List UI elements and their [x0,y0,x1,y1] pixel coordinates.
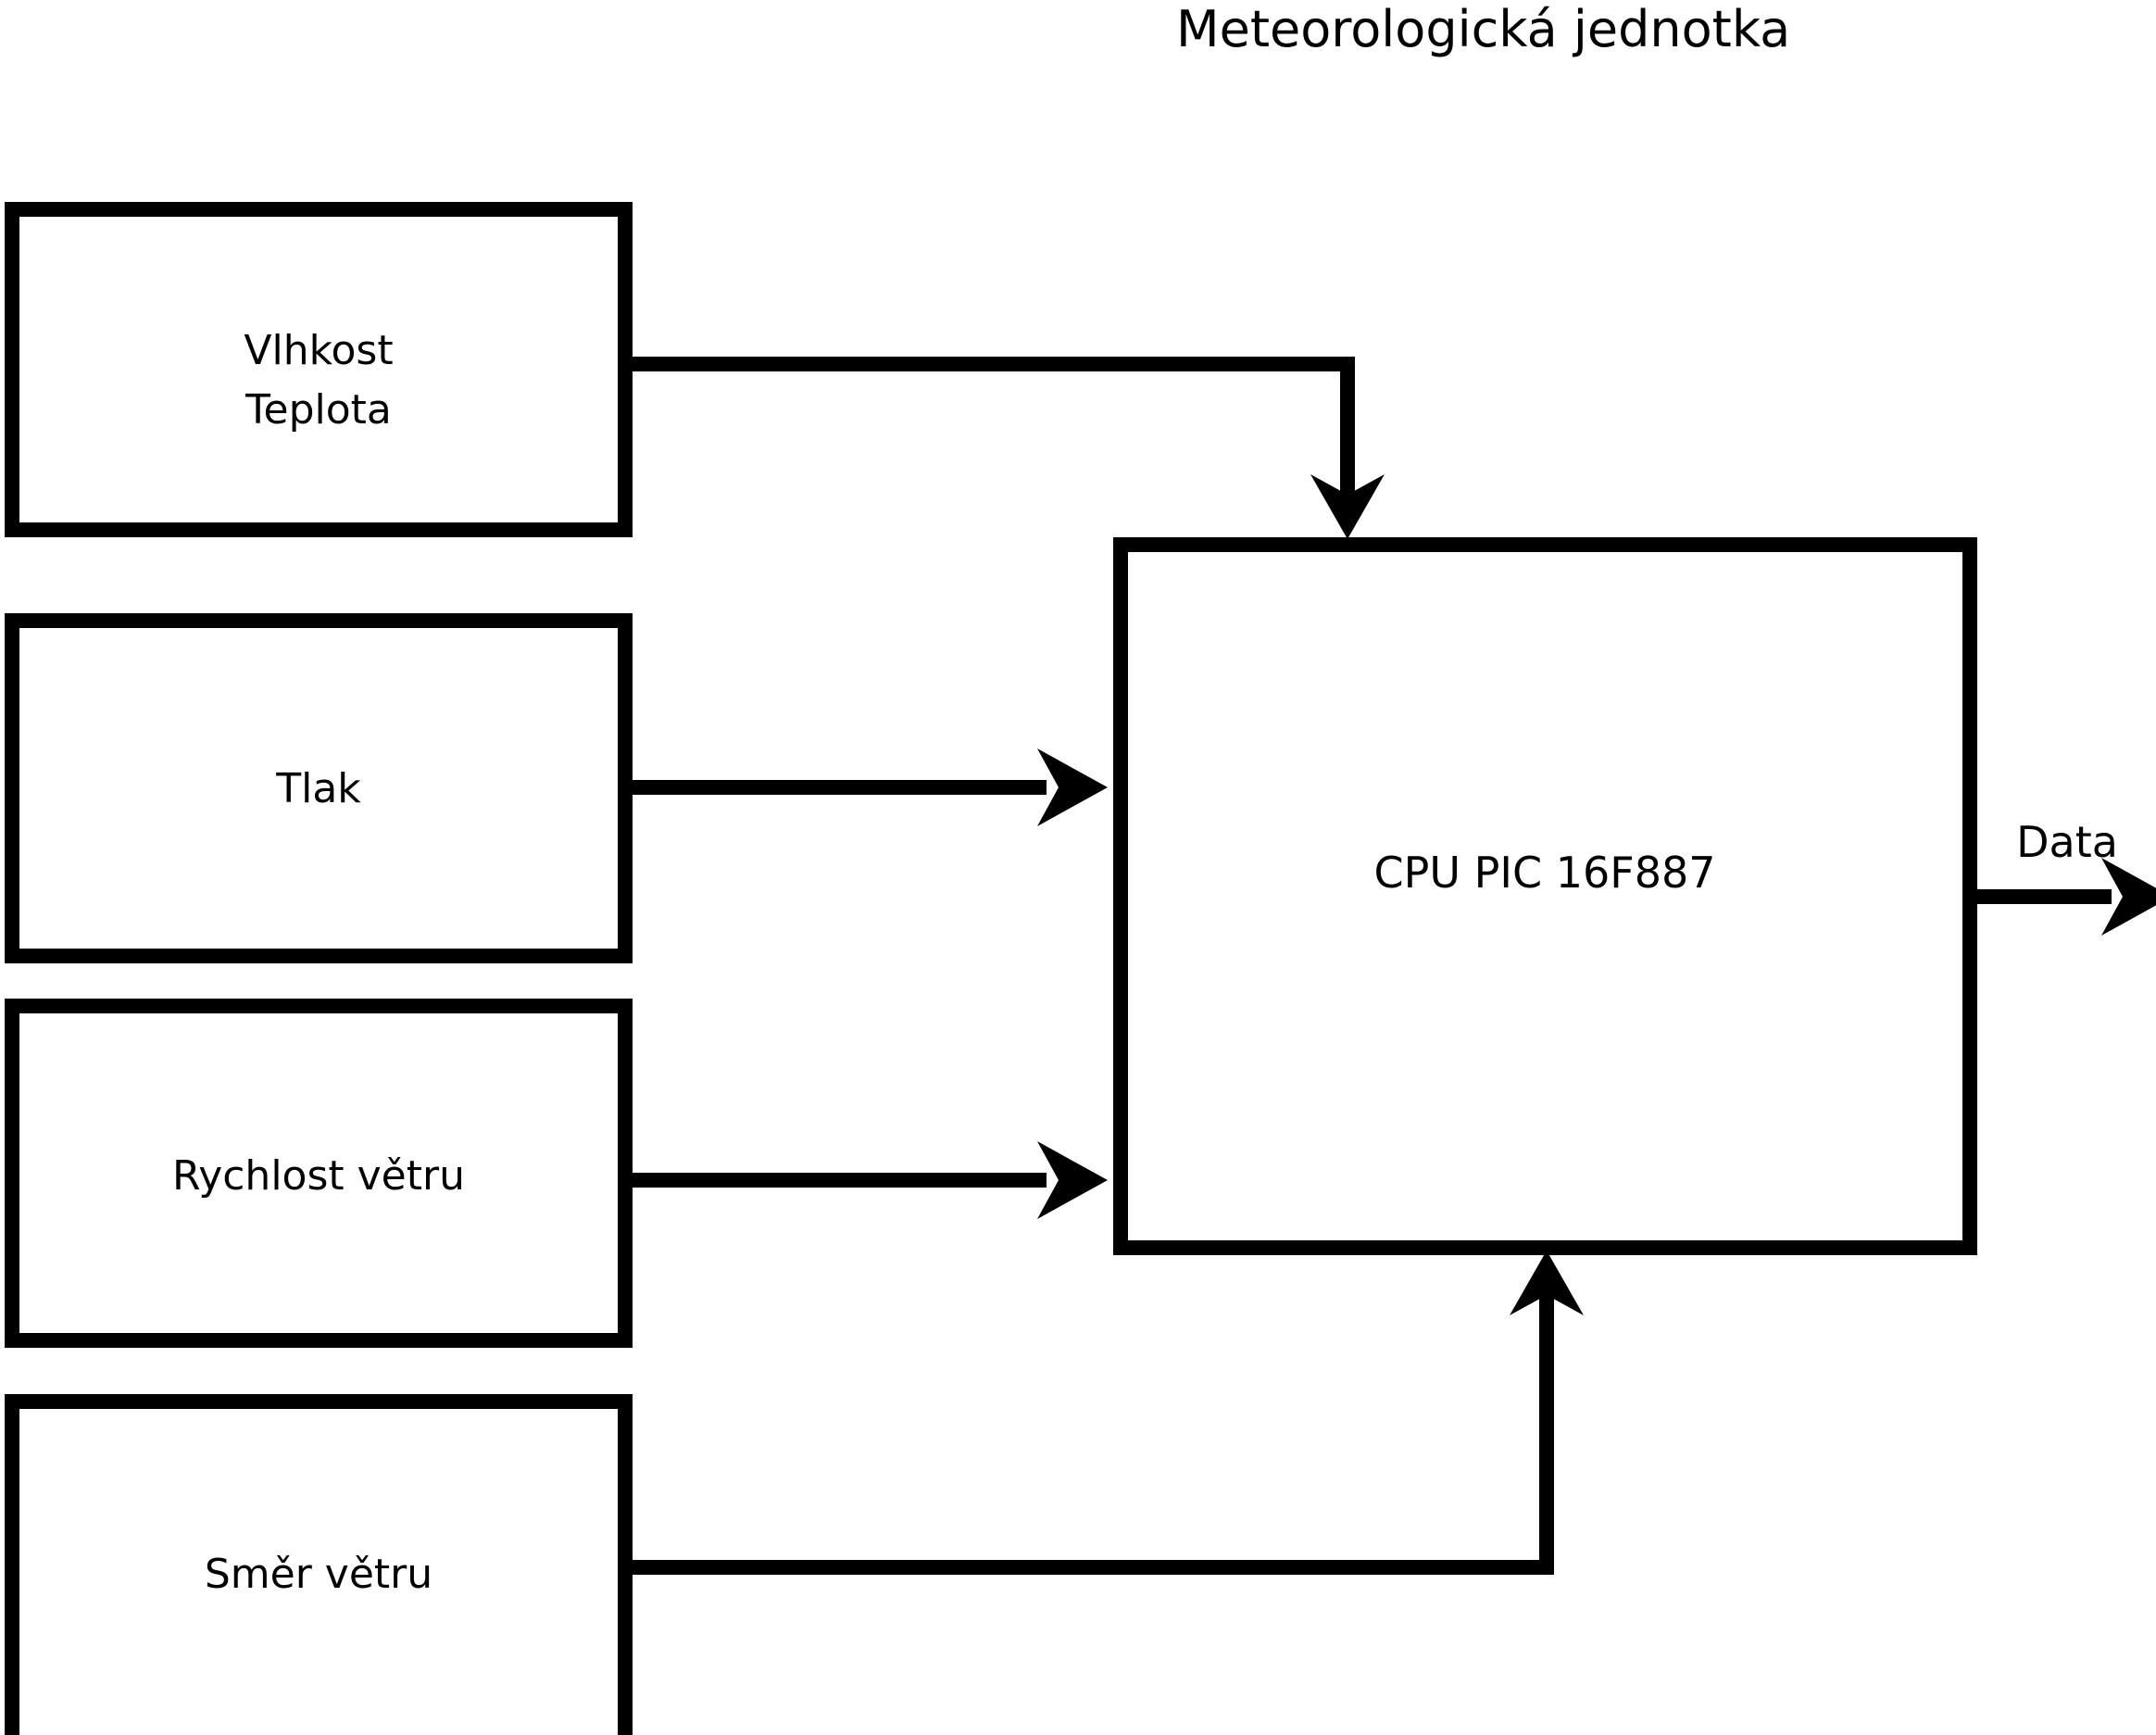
block-wind-direction-label: Směr větru [205,1551,432,1598]
block-humidity-temperature[interactable] [5,202,633,537]
block-humidity-label: Vlhkost [244,327,393,374]
block-cpu-label: CPU PIC 16F887 [1374,848,1716,898]
arrowhead-down-humidity [1310,474,1385,539]
block-wind-speed-label: Rychlost větru [172,1152,465,1200]
block-pressure[interactable] [5,613,633,963]
block-wind-direction[interactable] [5,1394,633,1735]
arrowhead-right-data [2101,858,2156,936]
block-pressure-label: Tlak [275,765,361,812]
arrowhead-right-pressure [1037,748,1108,826]
connector-humidity-to-cpu [633,357,1355,500]
arrowhead-right-wind-speed [1037,1141,1108,1219]
block-wind-speed[interactable] [5,999,633,1348]
edge-label-data: Data [2016,817,2118,867]
block-cpu[interactable] [1113,537,1977,1255]
diagram-title: Meteorologická jednotka [1176,0,1790,58]
arrowhead-up-wind-direction [1510,1251,1584,1315]
connector-wind-direction-to-cpu [633,1295,1554,1575]
block-temperature-label: Teplota [244,386,392,434]
